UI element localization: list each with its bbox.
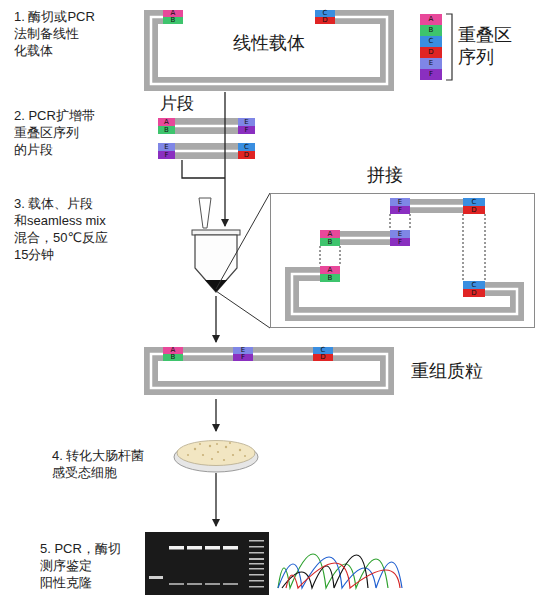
reaction-tube [192, 230, 240, 292]
dna-strand-gap [340, 236, 390, 239]
dna-band [340, 231, 390, 245]
gel-image [145, 532, 269, 595]
dna-strand-gap [292, 274, 517, 314]
dna-band [292, 274, 517, 314]
alignment-line [462, 214, 463, 281]
overlap-block: D [313, 354, 333, 361]
overlap-block: C [463, 281, 485, 289]
step-text: 3. 载体、片段 和seamless mix 混合，50℃反应 15分钟 [14, 195, 112, 263]
overlap-block: F [158, 151, 175, 159]
overlap-block: A [158, 118, 175, 126]
annotation-text: 片段 [160, 94, 210, 114]
dna-strand-gap [151, 354, 387, 388]
step-text: 5. PCR，酶切 测序鉴定 阳性克隆 [40, 540, 138, 591]
annotation-text: 重叠区 序列 [458, 25, 518, 68]
overlap-block: C [420, 36, 442, 47]
pcr-fragments [175, 126, 238, 151]
overlap-block: D [315, 17, 335, 24]
overlap-block: F [420, 69, 442, 80]
overlap-block: A [420, 14, 442, 25]
vector-label: 线性载体 [143, 33, 395, 55]
dna-strand-gap [410, 204, 463, 207]
overlap-block: B [320, 274, 340, 282]
pipette-tip [199, 198, 211, 228]
alignment-line [409, 214, 410, 230]
zoom-lines [216, 193, 270, 328]
overlap-block: A [163, 10, 183, 17]
overlap-block: C [238, 143, 255, 151]
overlap-block: C [313, 347, 333, 354]
overlap-block: E [390, 230, 410, 238]
overlap-block: F [238, 126, 255, 134]
overlap-block: A [320, 266, 340, 274]
plasmid-label: 重组质粒 [411, 361, 483, 383]
overlap-block: D [463, 206, 485, 214]
overlap-block: A [320, 230, 340, 238]
overlap-block: E [238, 118, 255, 126]
alignment-line [319, 246, 320, 266]
alignment-line [339, 246, 340, 266]
alignment-line [389, 214, 390, 230]
overlap-block: C [315, 10, 335, 17]
overlap-block: C [463, 198, 485, 206]
overlap-block: D [420, 47, 442, 58]
step-text: 4. 转化大肠杆菌 感受态细胞 [52, 447, 152, 481]
overlap-block: B [158, 126, 175, 134]
overlap-block: D [463, 289, 485, 297]
alignment-line [484, 214, 485, 281]
step-text: 1. 酶切或PCR 法制备线性 化载体 [14, 8, 112, 59]
petri-dish [174, 441, 258, 473]
overlap-block: B [163, 354, 183, 361]
overlap-block: A [163, 347, 183, 354]
overlap-block: F [390, 238, 410, 246]
dna-band [151, 354, 387, 388]
overlap-block: E [420, 58, 442, 69]
overlap-block: E [158, 143, 175, 151]
chromatogram [276, 530, 406, 592]
overlap-block: E [233, 347, 253, 354]
overlap-block: B [163, 17, 183, 24]
step-text: 2. PCR扩增带 重叠区序列 的片段 [14, 107, 112, 158]
overlap-block: F [233, 354, 253, 361]
overlap-block: F [390, 206, 410, 214]
bracket [446, 14, 452, 80]
overlap-block: D [238, 151, 255, 159]
dna-band [410, 199, 463, 213]
overlap-block: E [390, 198, 410, 206]
overlap-block: B [320, 238, 340, 246]
overlap-block: B [420, 25, 442, 36]
inset-heading: 拼接 [367, 165, 403, 187]
